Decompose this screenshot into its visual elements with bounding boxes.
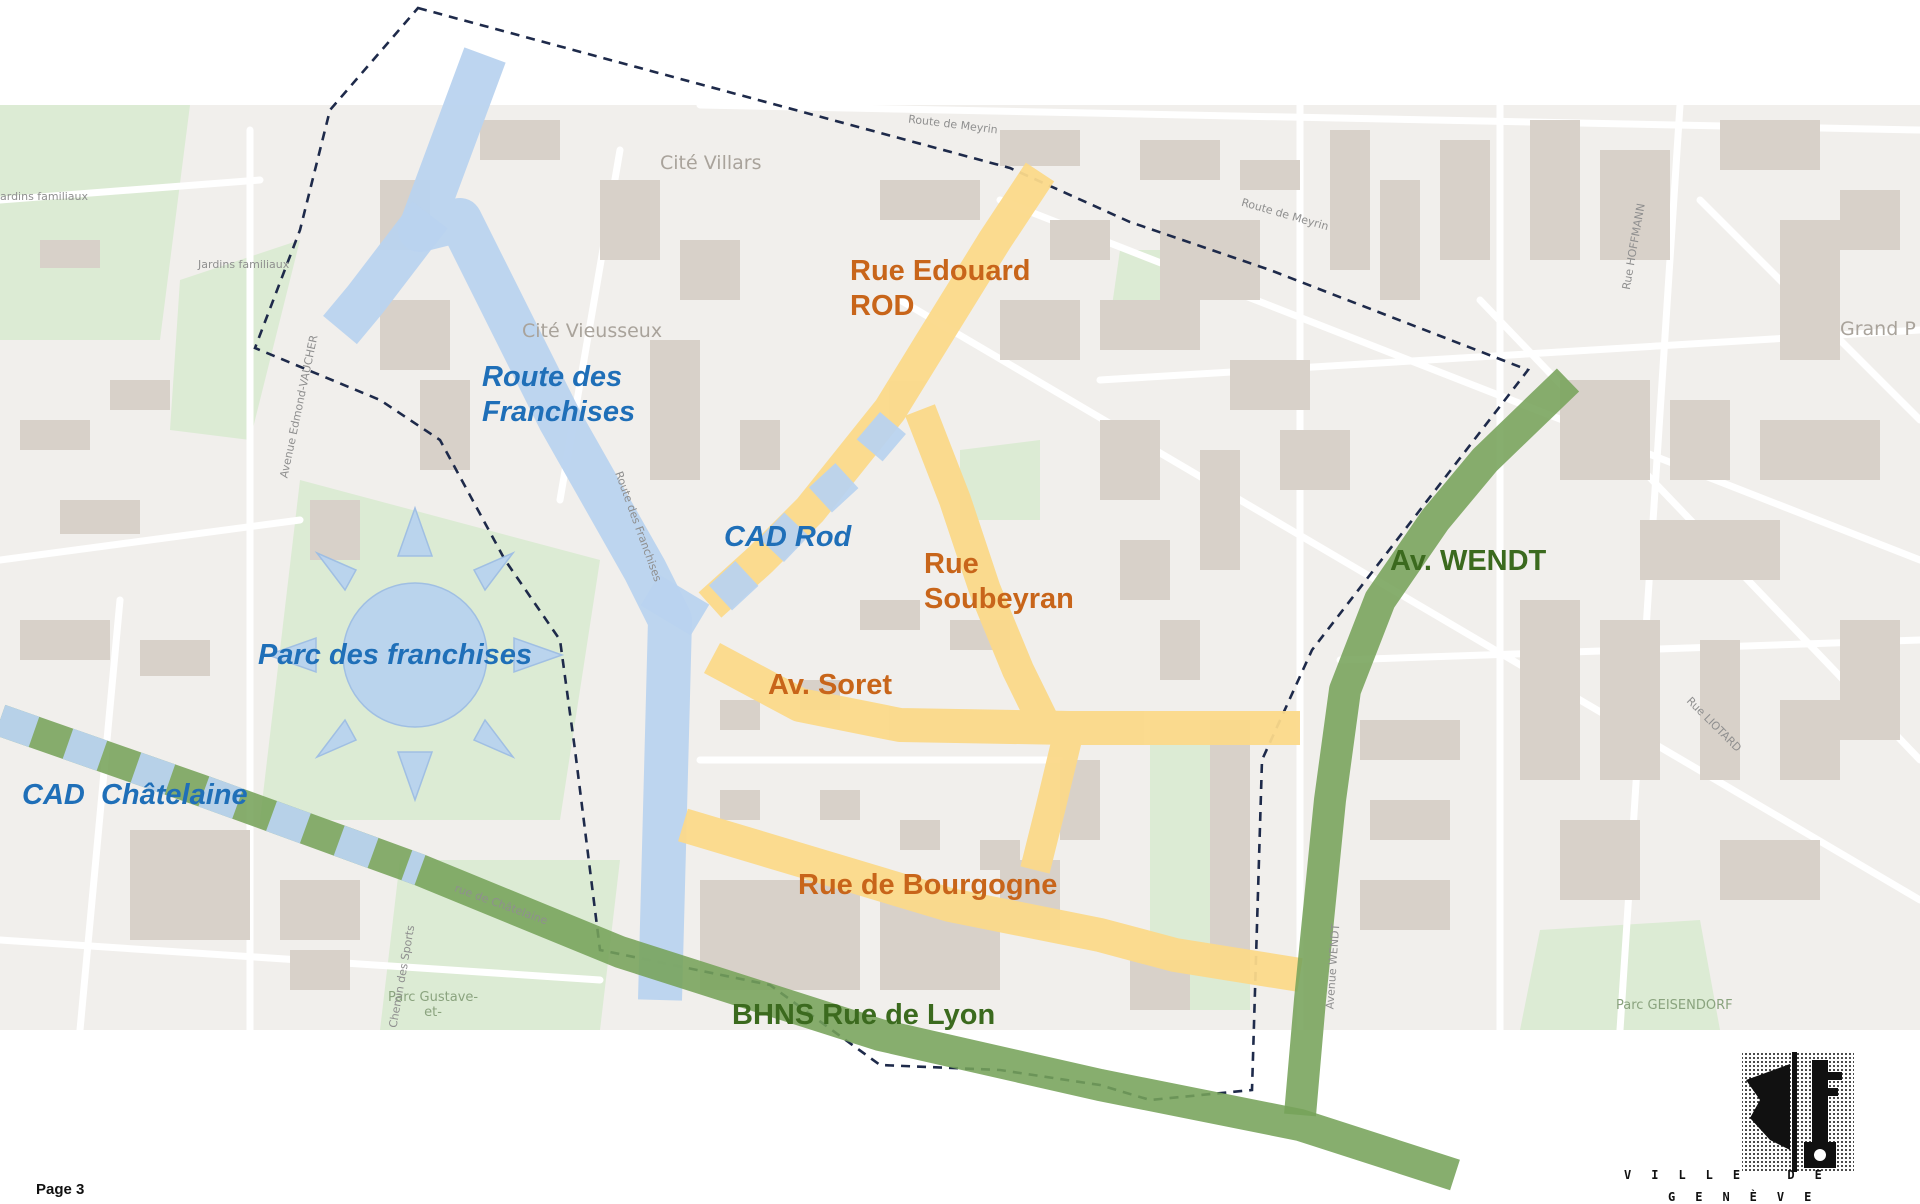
route-des-franchises-branch bbox=[323, 201, 448, 345]
logo-text-line2: GENÈVE bbox=[1668, 1190, 1832, 1204]
ville-de-geneve-logo: VILLE DE GENÈVE bbox=[1606, 1040, 1896, 1204]
connector-soret-bourgogne bbox=[1020, 731, 1083, 874]
buildings bbox=[20, 120, 1900, 1010]
basemap-label-parc-gustave: Parc Gustave- et- bbox=[388, 990, 479, 1020]
label-route-des-franchises: Route des Franchises bbox=[482, 361, 636, 429]
study-perimeter-outline bbox=[253, 6, 1531, 1102]
rue-edouard-rod-corridor bbox=[698, 162, 1055, 618]
label-rue-soubeyran: Rue Soubeyran bbox=[924, 548, 1074, 616]
label-parc-des-franchises: Parc des franchises bbox=[258, 639, 533, 671]
top-margin bbox=[0, 0, 1920, 105]
label-rue-de-bourgogne: Rue de Bourgogne bbox=[798, 869, 1058, 901]
label-av-wendt: Av. WENDT bbox=[1390, 545, 1547, 577]
rue-soubeyran-corridor bbox=[905, 404, 1060, 733]
basemap-label-parc-geisendorf: Parc GEISENDORF bbox=[1616, 998, 1733, 1013]
yellow-streets bbox=[678, 162, 1303, 992]
rue-de-bourgogne-corridor bbox=[678, 808, 1303, 992]
basemap-label-grand-pre: Grand P bbox=[1840, 318, 1916, 340]
av-soret-corridor bbox=[703, 643, 1300, 745]
logo-text-line1: VILLE DE bbox=[1624, 1168, 1842, 1182]
ville-de-geneve-logo-mark bbox=[1742, 1052, 1854, 1172]
label-rue-edouard-rod: Rue Edouard ROD bbox=[850, 255, 1031, 323]
basemap-label-cite-vieusseux: Cité Vieusseux bbox=[522, 320, 663, 342]
basemap-label-jardins-2: Jardins familiaux bbox=[198, 258, 290, 271]
route-des-franchises-spur bbox=[640, 574, 710, 636]
park-sun-symbol bbox=[265, 505, 565, 803]
label-cad-rod: CAD Rod bbox=[724, 521, 852, 553]
cad-chatelaine-line bbox=[0, 704, 426, 886]
basemap-label-jardins-1: ardins familiaux bbox=[0, 190, 89, 203]
page-number: Page 3 bbox=[36, 1181, 85, 1198]
label-cad-chatelaine: CAD Châtelaine bbox=[22, 779, 248, 811]
av-wendt-corridor bbox=[1284, 368, 1580, 1117]
basemap-label-cite-villars: Cité Villars bbox=[660, 152, 762, 174]
label-bhns-rue-de-lyon: BHNS Rue de Lyon bbox=[732, 999, 996, 1031]
label-av-soret: Av. Soret bbox=[768, 669, 893, 701]
